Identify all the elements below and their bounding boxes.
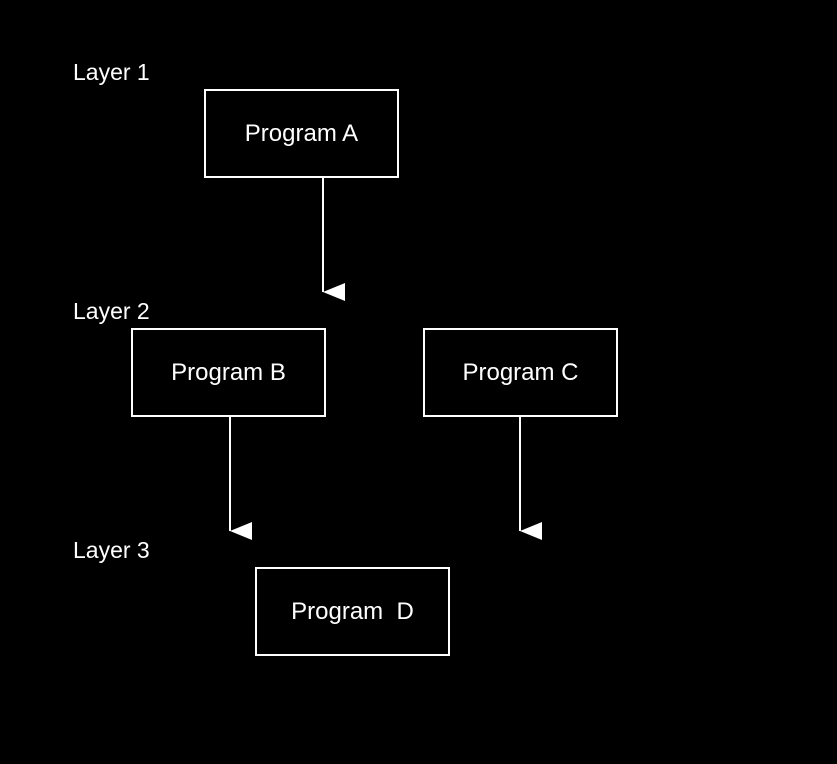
program-b-label: Program B [171, 359, 286, 386]
program-b-box [131, 328, 326, 417]
layer-3-label: Layer 3 [73, 537, 150, 563]
program-a-node: Program A [204, 89, 399, 178]
program-a-label: Program A [245, 120, 358, 147]
layer-1-label: Layer 1 [73, 59, 150, 85]
layer-1-band: Layer 1 [61, 53, 778, 213]
program-c-label: Program C [462, 359, 578, 386]
layer-2-label: Layer 2 [73, 298, 150, 324]
program-b-node: Program B [131, 328, 326, 417]
program-c-box [423, 328, 618, 417]
program-d-label: Program D [291, 598, 414, 625]
program-d-node: Program D [255, 567, 450, 656]
program-c-node: Program C [423, 328, 618, 417]
program-d-box [255, 567, 450, 656]
layer-1-area [61, 54, 778, 212]
program-a-box [204, 89, 399, 178]
